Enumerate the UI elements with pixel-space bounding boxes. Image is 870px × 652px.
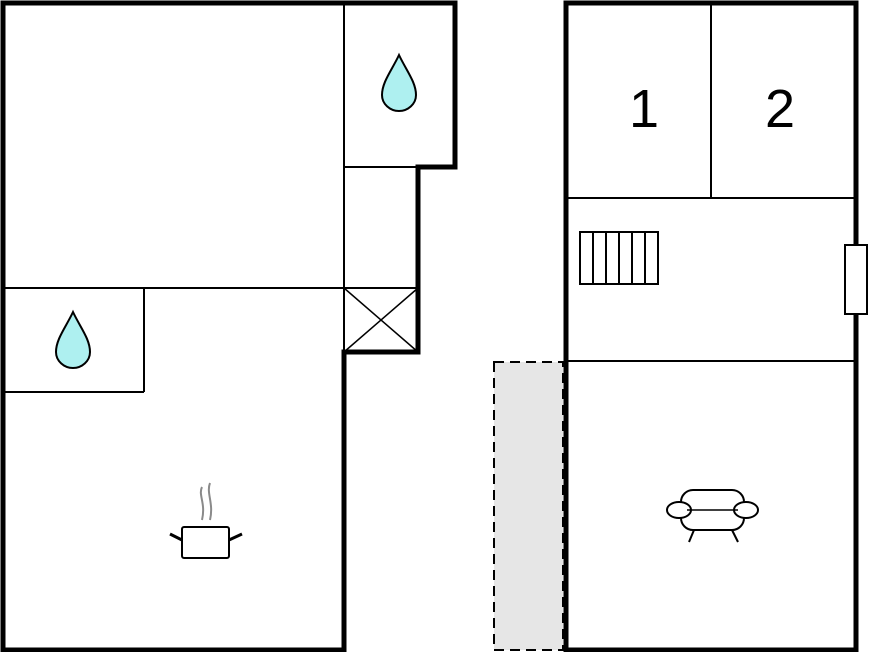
stairs-icon <box>579 231 659 285</box>
wall-window <box>844 244 868 315</box>
upper-floor: 1 2 <box>563 0 868 652</box>
cooking-pot-icon <box>169 482 243 559</box>
terrace <box>493 361 564 651</box>
armchair-icon <box>666 489 759 543</box>
ground-floor <box>0 0 458 652</box>
water-drop-icon <box>380 52 418 113</box>
bedroom-1-label: 1 <box>629 79 659 139</box>
chimney-icon <box>343 287 419 353</box>
ground-floor-outer-wall <box>0 0 458 652</box>
bedroom-2-label: 2 <box>765 79 795 139</box>
water-drop-icon <box>54 309 92 370</box>
